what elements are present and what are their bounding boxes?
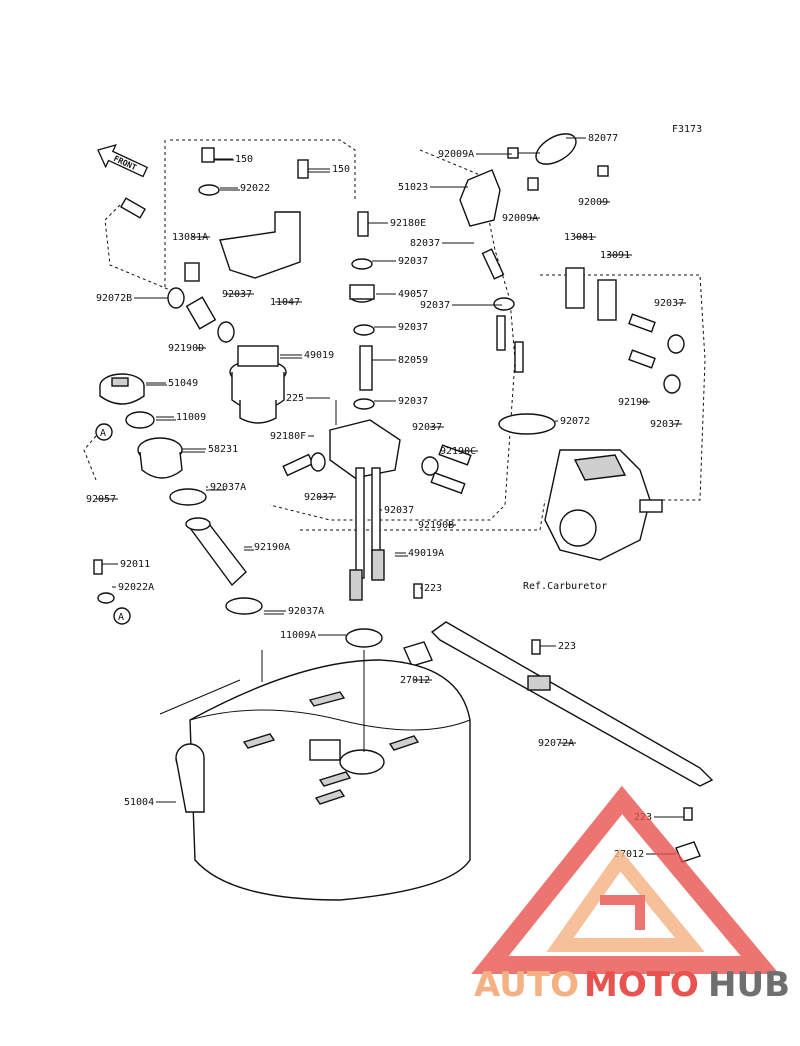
- part-number-label: 51023: [398, 182, 428, 193]
- part-number-label: 11009: [176, 412, 206, 423]
- watermark-logo: [471, 785, 780, 974]
- center-parts: [349, 211, 375, 410]
- part-number-label: 49019: [304, 350, 334, 361]
- part-number-label: 92190: [618, 397, 648, 408]
- part-number-label: 92037: [650, 419, 680, 430]
- part-number-label: 92009A: [438, 149, 474, 160]
- part-number-label: 223: [424, 583, 442, 594]
- part-number-label: 92190B: [418, 520, 454, 531]
- part-number-label: 92190A: [254, 542, 290, 553]
- tie-strap: [430, 621, 714, 787]
- part-number-label: 150: [235, 154, 253, 165]
- part-number-label: 92022: [240, 183, 270, 194]
- left-hoses: [120, 197, 326, 477]
- gasket-ring: [125, 411, 176, 429]
- part-number-label: 92037: [654, 298, 684, 309]
- watermark-text: AUTO MOTO HUB: [474, 965, 790, 1005]
- fuel-tank: [159, 650, 471, 901]
- part-number-label: 92037: [398, 396, 428, 407]
- part-number-label: 92011: [120, 559, 150, 570]
- watermark-part1: AUTO: [474, 965, 579, 1005]
- part-number-label: 223: [558, 641, 576, 652]
- part-number-label: 92009: [578, 197, 608, 208]
- part-number-label: 27012: [614, 849, 644, 860]
- part-number-label: 92190D: [168, 343, 204, 354]
- callout-a-bottom-letter: A: [118, 612, 124, 623]
- part-number-label: 92037: [412, 422, 442, 433]
- right-hoses: [421, 248, 685, 495]
- part-number-label: 225: [286, 393, 304, 404]
- part-number-label: 82059: [398, 355, 428, 366]
- front-arrow-icon: FRONT: [97, 144, 149, 178]
- watermark-part2: MOTO: [584, 965, 699, 1005]
- part-number-label: 92022A: [118, 582, 154, 593]
- part-number-label: 92037A: [288, 606, 324, 617]
- part-number-label: 82037: [410, 238, 440, 249]
- filter-bracket: [198, 147, 330, 279]
- figure-code: F3173: [672, 124, 702, 135]
- part-number-label: 92037: [398, 256, 428, 267]
- part-number-label: 58231: [208, 444, 238, 455]
- small-hardware: [93, 559, 701, 863]
- fuel-tap: [329, 400, 408, 601]
- part-number-label: 92009A: [502, 213, 538, 224]
- filler-neck: [137, 437, 205, 479]
- carburetor: Ref.Carburetor: [523, 449, 663, 592]
- filler-hose: [169, 488, 284, 615]
- fuel-cap: [99, 373, 167, 405]
- part-number-label: 92180F: [270, 431, 306, 442]
- watermark-part3: HUB: [708, 965, 790, 1005]
- part-number-label: 92037: [384, 505, 414, 516]
- part-number-label: 49019A: [408, 548, 444, 559]
- callout-a-top: A: [83, 423, 113, 481]
- part-number-label: 92037: [420, 300, 450, 311]
- part-number-label: 150: [332, 164, 350, 175]
- part-labels: 82077 92009A 51023 92009A 92009 150 150 92022 92…: [86, 133, 686, 860]
- part-number-label: 92072: [560, 416, 590, 427]
- fuel-filter: [229, 345, 302, 424]
- part-number-label: 11009A: [280, 630, 316, 641]
- part-number-label: 92072A: [538, 738, 574, 749]
- part-number-label: 13081A: [172, 232, 208, 243]
- fuel-cock: [459, 133, 609, 227]
- callout-a-top-letter: A: [100, 428, 106, 439]
- part-number-label: 92037A: [210, 482, 246, 493]
- ref-carburetor-label: Ref.Carburetor: [523, 581, 607, 592]
- part-number-label: 51004: [124, 797, 154, 808]
- part-number-label: 51049: [168, 378, 198, 389]
- part-number-label: 82077: [588, 133, 618, 144]
- part-number-label: 92190C: [440, 446, 476, 457]
- callout-a-bottom: A: [113, 607, 131, 625]
- part-number-label: 92180E: [390, 218, 426, 229]
- part-number-label: 92072B: [96, 293, 132, 304]
- part-number-label: 49057: [398, 289, 428, 300]
- part-number-label: 92037: [398, 322, 428, 333]
